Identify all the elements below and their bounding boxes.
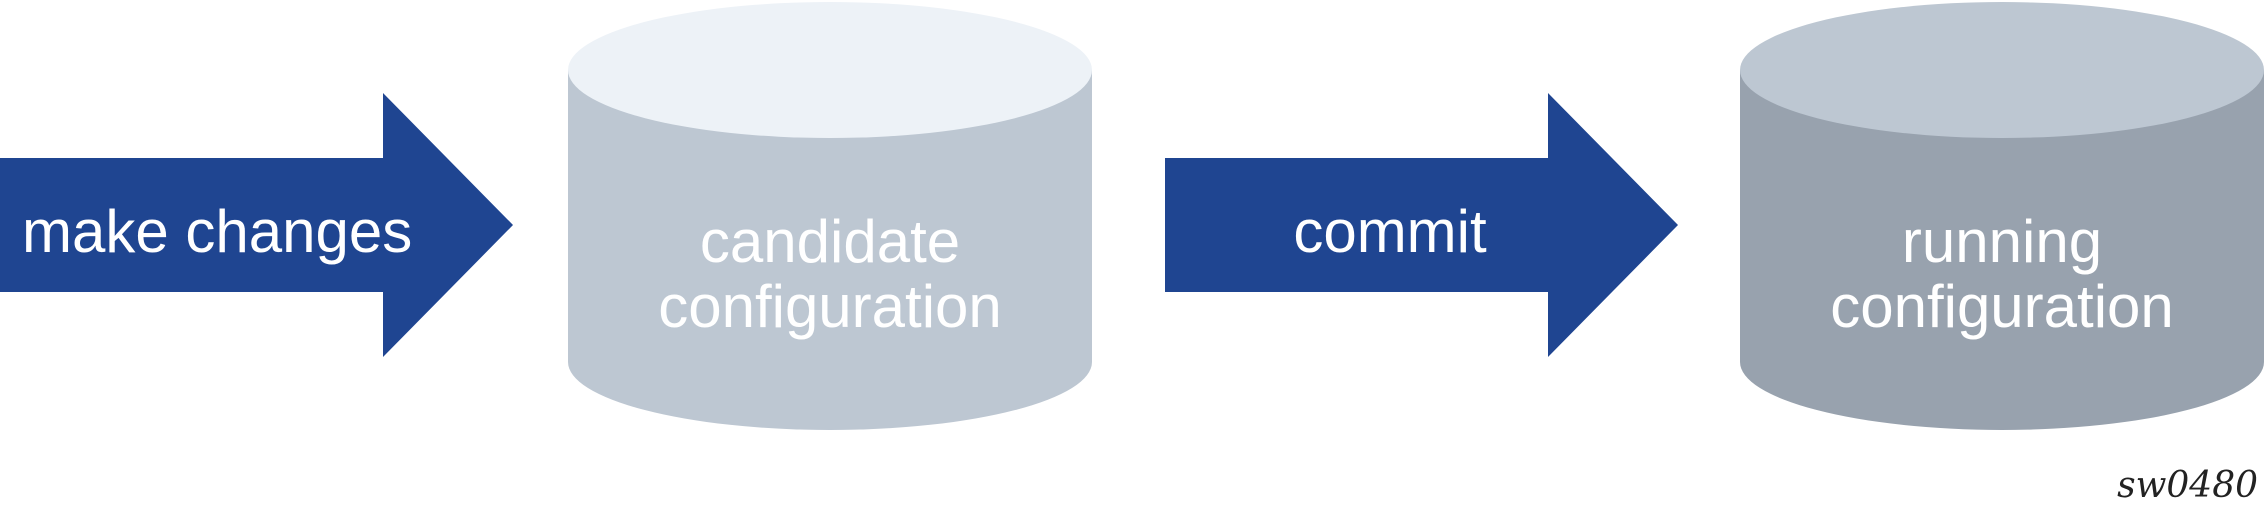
commit-label: commit <box>1293 198 1487 265</box>
commit-arrow: commit <box>1165 93 1678 357</box>
candidate-cylinder-top <box>568 2 1092 138</box>
candidate-label-line1: candidate <box>700 208 960 275</box>
commit-arrow-shape <box>1165 93 1678 357</box>
running-configuration-database: running configuration <box>1740 2 2264 430</box>
make-changes-arrow-shape <box>0 93 513 357</box>
running-label-line1: running <box>1902 208 2102 275</box>
candidate-cylinder-body <box>568 70 1092 430</box>
running-cylinder-top <box>1740 2 2264 138</box>
running-cylinder-body <box>1740 70 2264 430</box>
candidate-configuration-database: candidate configuration <box>568 2 1092 430</box>
figure-id: sw0480 <box>2117 465 2258 506</box>
make-changes-label: make changes <box>22 198 412 265</box>
running-label-line2: configuration <box>1830 273 2174 340</box>
candidate-label-line2: configuration <box>658 273 1002 340</box>
make-changes-arrow: make changes <box>0 93 513 357</box>
